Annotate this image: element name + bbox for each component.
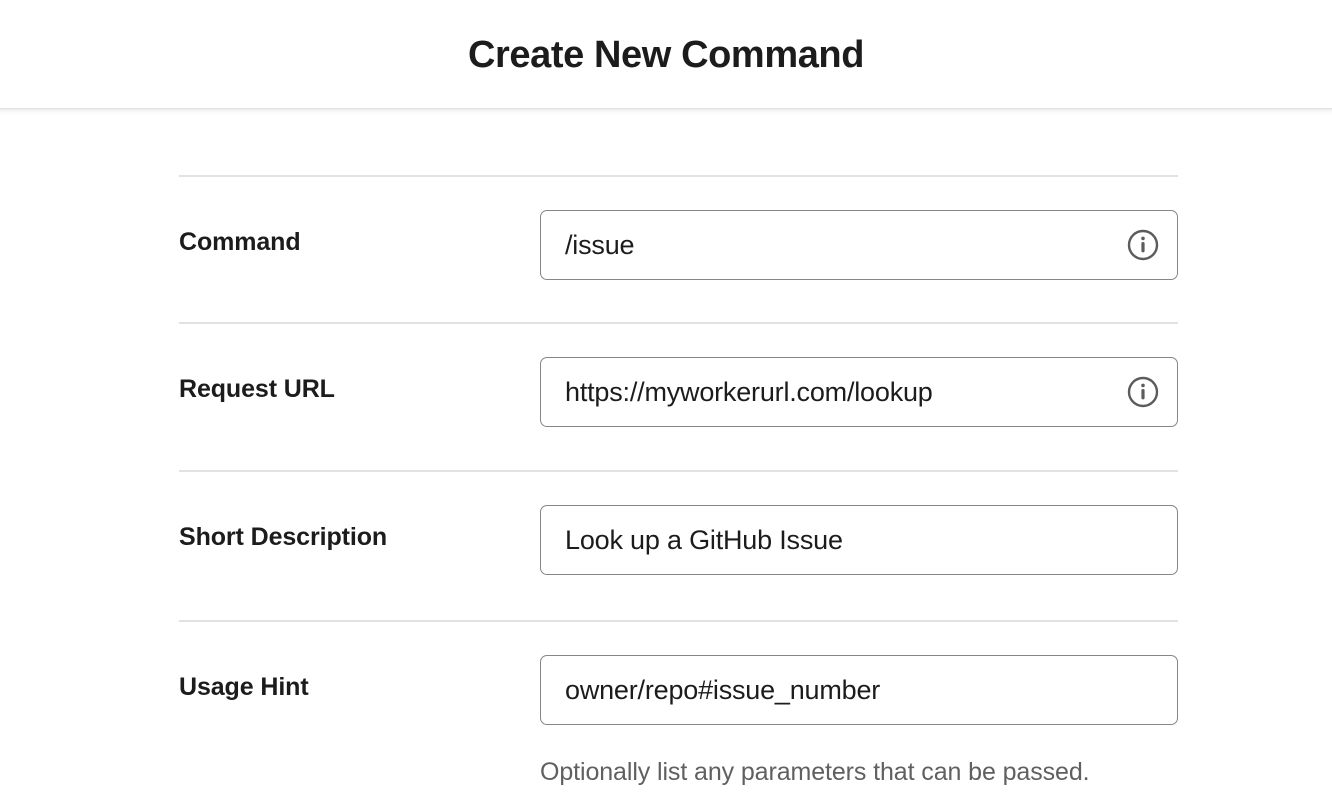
row-content: Usage Hint owner/repo#issue_number Optio… [179,620,1178,786]
row-divider [179,322,1178,324]
short-description-input-value[interactable]: Look up a GitHub Issue [565,525,843,555]
row-divider [179,470,1178,472]
page-title: Create New Command [467,34,865,76]
usage-hint-input[interactable]: owner/repo#issue_number [540,655,1178,725]
usage-hint-help-text: Optionally list any parameters that can … [540,758,1090,786]
field-label-command: Command [179,228,301,256]
dialog-body: Command /issue Request URL https://mywor… [0,115,1332,810]
info-circle-icon[interactable] [1121,223,1165,267]
row-content: Short Description Look up a GitHub Issue [179,470,1178,618]
header-divider-shadow [0,108,1332,115]
request-url-input-value[interactable]: https://myworkerurl.com/lookup [565,377,933,407]
command-input[interactable]: /issue [540,210,1178,280]
row-content: Request URL https://myworkerurl.com/look… [179,322,1178,470]
field-label-request-url: Request URL [179,375,335,403]
row-divider [179,175,1178,177]
row-content: Command /issue [179,175,1178,323]
short-description-input[interactable]: Look up a GitHub Issue [540,505,1178,575]
info-circle-icon[interactable] [1121,370,1165,414]
field-label-usage-hint: Usage Hint [179,673,309,701]
command-input-value[interactable]: /issue [565,230,635,260]
usage-hint-input-value[interactable]: owner/repo#issue_number [565,675,881,705]
dialog-header: Create New Command [0,0,1332,110]
field-label-short-description: Short Description [179,523,388,551]
request-url-input[interactable]: https://myworkerurl.com/lookup [540,357,1178,427]
row-divider [179,620,1178,622]
